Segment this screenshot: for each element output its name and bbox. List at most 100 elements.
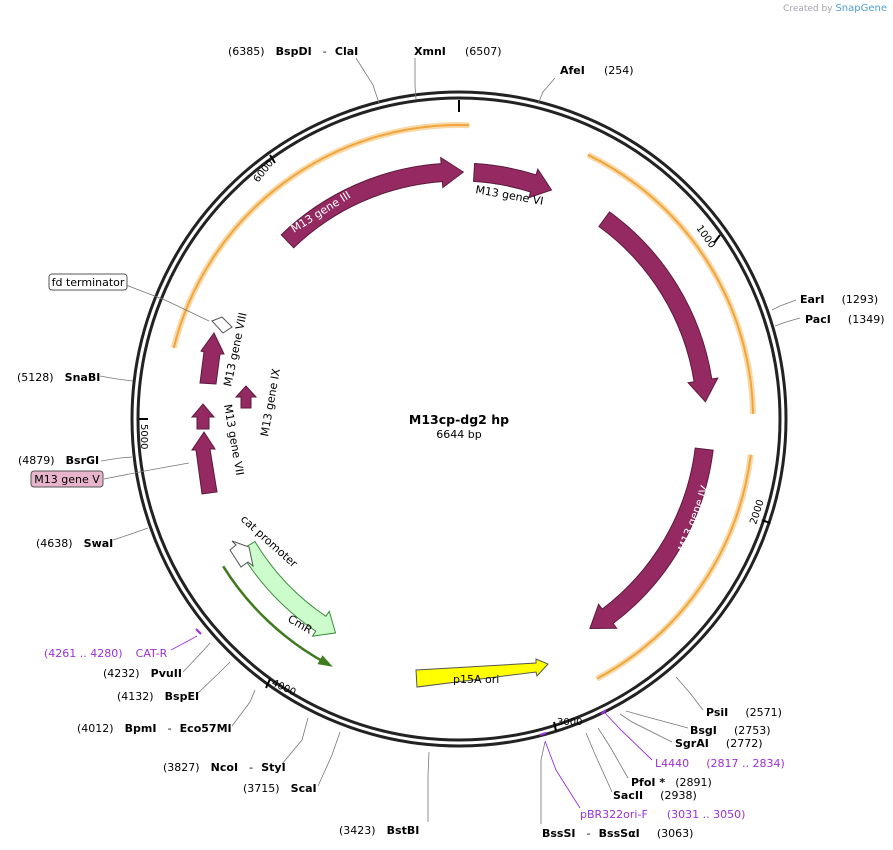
label-m13-gene-vii: M13 gene VII <box>221 403 246 476</box>
primer-mark-pbr322 <box>539 732 547 736</box>
leader-l4440 <box>603 711 653 761</box>
cmr-green-arc-head <box>317 655 333 667</box>
leader-snabi <box>99 375 134 382</box>
primer-leaders <box>170 635 653 809</box>
site-bspei[interactable]: (4132) BspEI <box>117 685 199 704</box>
site-name-2: Eco57MI <box>180 722 232 735</box>
site-afei[interactable]: AfeI (254) <box>560 59 634 78</box>
site-pvuii[interactable]: (4232) PvuII <box>103 662 182 681</box>
site-pos: (3063) <box>657 827 694 840</box>
leader-bspdi <box>355 57 380 104</box>
m13-gene-v-label[interactable]: M13 gene V <box>30 470 104 488</box>
leader-afei <box>537 77 556 105</box>
site-pfoi[interactable]: PfoI * (2891) <box>631 771 712 790</box>
leader-sgrai <box>619 713 673 743</box>
site-name: AfeI <box>560 64 585 77</box>
site-ncoi-styi[interactable]: (3827) NcoI - StyI <box>163 756 286 775</box>
site-name: EarI <box>800 293 824 306</box>
site-psii[interactable]: PsiI (2571) <box>706 701 782 720</box>
site-sep: - <box>168 722 172 735</box>
primer-range: (2817 .. 2834) <box>706 757 785 770</box>
primer-mark-cat-r <box>195 628 202 635</box>
primer-mark-l4440 <box>600 709 607 715</box>
site-pos: (3715) <box>243 782 280 795</box>
feature-m13-gene-vi[interactable] <box>472 162 553 199</box>
fd-terminator-arrow[interactable] <box>211 316 233 334</box>
primer-name: CAT-R <box>136 647 168 660</box>
leader-fd-terminator <box>125 284 210 322</box>
leader-eari <box>771 299 797 311</box>
site-bspdi-clai[interactable]: (6385) BspDI - ClaI <box>228 40 358 59</box>
feature-m13-gene-viii[interactable] <box>199 332 225 385</box>
primer-l4440[interactable]: L4440 (2817 .. 2834) <box>655 752 785 771</box>
site-name: SwaI <box>84 537 114 550</box>
tick-2000 <box>761 519 771 524</box>
site-bsrgi[interactable]: (4879) BsrGI <box>18 449 99 468</box>
leader-pbr322 <box>544 740 581 809</box>
site-name: XmnI <box>414 45 446 58</box>
leader-m13-gene-v <box>103 462 190 480</box>
feature-group <box>190 156 719 688</box>
feature-m13-gene-iv[interactable] <box>589 447 714 630</box>
site-sep: - <box>249 761 253 774</box>
leader-pvuii <box>182 642 211 673</box>
site-pos: (2772) <box>726 737 763 750</box>
site-eari[interactable]: EarI (1293) <box>800 288 878 307</box>
site-scai[interactable]: (3715) ScaI <box>243 777 317 796</box>
leader-cat-r <box>170 635 198 651</box>
leader-bsgi <box>625 710 689 729</box>
site-name: BssSI <box>542 827 576 840</box>
site-name: BspEI <box>165 690 199 703</box>
leader-paci <box>774 317 801 327</box>
feature-m13-gene-iii[interactable] <box>280 156 465 249</box>
site-name-2: ClaI <box>335 45 358 58</box>
site-pos: (2753) <box>734 724 771 737</box>
leader-scai <box>317 731 341 787</box>
site-sacii[interactable]: SacII (2938) <box>613 784 697 803</box>
feature-m13-gene-vii-upper[interactable] <box>190 403 216 430</box>
m13-gene-v-text: M13 gene V <box>34 473 100 486</box>
cmr-green-arc <box>222 565 327 665</box>
fd-terminator-text: fd terminator <box>52 276 125 289</box>
primer-name: pBR322ori-F <box>580 808 648 821</box>
feature-cmr[interactable] <box>238 540 337 637</box>
site-bstbi[interactable]: (3423) BstBI <box>339 819 419 838</box>
site-snabi[interactable]: (5128) SnaBI <box>17 366 100 385</box>
tick-1000 <box>713 234 721 244</box>
site-name: BsrGI <box>66 454 99 467</box>
site-paci[interactable]: PacI (1349) <box>805 308 884 327</box>
fd-terminator-label[interactable]: fd terminator <box>48 273 128 291</box>
leader-bpmi <box>231 689 256 727</box>
site-swai[interactable]: (4638) SwaI <box>36 532 113 551</box>
site-name: BpmI <box>125 722 157 735</box>
site-bpmi-eco57mi[interactable]: (4012) BpmI - Eco57MI <box>77 717 232 736</box>
primer-pbr322ori-f[interactable]: pBR322ori-F (3031 .. 3050) <box>580 803 745 822</box>
feature-m13-gene-ix[interactable] <box>234 385 258 409</box>
primer-marks <box>195 628 607 736</box>
feature-m13-gene-i[interactable] <box>598 211 719 403</box>
primer-range: (4261 .. 4280) <box>44 647 123 660</box>
tick-4000 <box>265 678 271 689</box>
snapgene-credit: Created by SnapGene <box>783 3 887 14</box>
feature-m13-gene-vii[interactable] <box>191 431 218 495</box>
site-pos: (4232) <box>103 667 140 680</box>
site-pos: (2891) <box>675 776 712 789</box>
site-pos: (5128) <box>17 371 54 384</box>
leader-lines <box>99 57 801 824</box>
site-pos: (4638) <box>36 537 73 550</box>
site-name: SgrAI <box>675 737 709 750</box>
leader-sacii <box>585 732 613 793</box>
site-pos: (254) <box>604 64 634 77</box>
orange-arc-left <box>172 124 470 349</box>
primer-cat-r[interactable]: (4261 .. 4280) CAT-R <box>44 642 168 661</box>
cat-promoter-arrow[interactable] <box>229 540 254 568</box>
plasmid-name: M13cp-dg2 hp <box>409 412 509 427</box>
site-bsssi[interactable]: BssSI - BssSαI (3063) <box>542 822 693 841</box>
credit-prefix: Created by <box>783 4 833 14</box>
feature-p15a-ori[interactable] <box>415 658 549 688</box>
fd-terminator-box <box>48 273 128 291</box>
site-sgrai[interactable]: SgrAI (2772) <box>675 732 763 751</box>
site-xmni[interactable]: XmnI (6507) <box>414 40 502 59</box>
site-bsgi[interactable]: BsgI (2753) <box>690 719 771 738</box>
